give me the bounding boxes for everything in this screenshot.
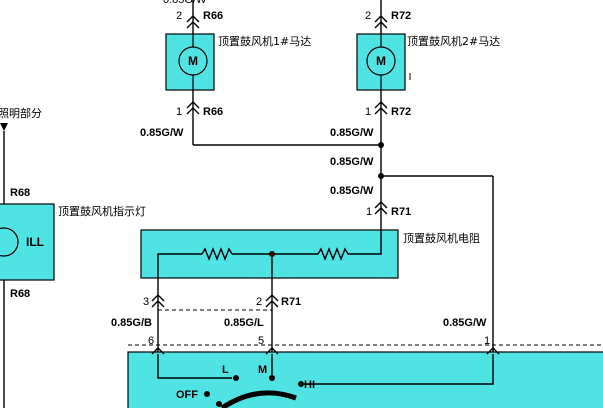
indicator-bottom-conn: R68 bbox=[10, 288, 30, 300]
motor2-label: 顶置鼓风机2#马达 bbox=[407, 34, 500, 48]
motor1-top-connector-icon bbox=[186, 15, 200, 29]
resistor-pin-left: 3 bbox=[143, 296, 149, 308]
motor1-top-conn: R66 bbox=[203, 10, 223, 22]
motor2-top-connector-icon bbox=[374, 15, 388, 29]
switch-pin-mid: 5 bbox=[258, 335, 264, 347]
motor1-bottom-wire: 0.85G/W bbox=[140, 127, 184, 139]
motor2-bottom-pin: 1 bbox=[365, 106, 371, 118]
resistor-element-2-icon bbox=[201, 247, 233, 261]
motor1-bottom-conn: R66 bbox=[203, 106, 223, 118]
resistor-label: 顶置鼓风机电阻 bbox=[403, 231, 480, 245]
motor1-label: 顶置鼓风机1#马达 bbox=[218, 34, 311, 48]
resistor-pin-mid: 2 bbox=[256, 296, 262, 308]
motor1-top-pin: 2 bbox=[176, 10, 182, 22]
switch-pin-left: 6 bbox=[148, 335, 154, 347]
resistor-pin-mid-conn: R71 bbox=[281, 296, 301, 308]
motor2-symbol: M bbox=[376, 54, 386, 68]
switch-right-connector-icon bbox=[486, 347, 500, 355]
motor1-bottom-pin: 1 bbox=[176, 106, 182, 118]
svg-text:0.85G/W: 0.85G/W bbox=[163, 0, 207, 6]
indicator-symbol: ILL bbox=[26, 235, 44, 249]
switch-left-connector-icon bbox=[151, 347, 165, 355]
switch-pos-hi: HI bbox=[304, 379, 315, 391]
motor2-top-conn: R72 bbox=[391, 10, 411, 22]
motor1-symbol: M bbox=[188, 54, 198, 68]
motor2: M bbox=[356, 33, 406, 91]
switch-pos-off: OFF bbox=[176, 389, 198, 401]
lighting-arrow-icon bbox=[0, 123, 8, 131]
junction-wire-b: 0.85G/W bbox=[330, 185, 374, 197]
blower-resistor bbox=[140, 229, 399, 279]
motor2-bottom-conn: R72 bbox=[391, 106, 411, 118]
switch-pos-m: M bbox=[258, 364, 267, 376]
resistor-mid-connector-icon bbox=[265, 294, 279, 308]
motor2-bottom-connector-icon bbox=[374, 101, 388, 115]
lower-wire-mid: 0.85G/L bbox=[224, 317, 264, 329]
motor1-bottom-connector-icon bbox=[186, 101, 200, 115]
switch-mid-connector-icon bbox=[265, 347, 279, 355]
lower-wire-left: 0.85G/B bbox=[111, 317, 152, 329]
motor1: M bbox=[165, 33, 215, 91]
lower-wire-right: 0.85G/W bbox=[443, 317, 487, 329]
blower-indicator-lamp: ILL bbox=[0, 203, 55, 281]
switch-pin-right: 1 bbox=[484, 335, 490, 347]
resistor-top-connector-icon bbox=[374, 201, 388, 215]
motor2-bottom-wire: 0.85G/W bbox=[330, 127, 374, 139]
resistor-top-pin: 1 bbox=[366, 206, 372, 218]
resistor-top-conn: R71 bbox=[391, 206, 411, 218]
motor2-top-pin: 2 bbox=[365, 10, 371, 22]
lighting-section-label: 照明部分 bbox=[0, 106, 42, 120]
blower-switch bbox=[127, 344, 603, 408]
indicator-top-conn: R68 bbox=[10, 187, 30, 199]
resistor-left-connector-icon bbox=[151, 294, 165, 308]
resistor-element-1-icon bbox=[317, 247, 349, 261]
junction-wire-a: 0.85G/W bbox=[330, 156, 374, 168]
switch-rotor-icon bbox=[220, 390, 297, 408]
switch-pos-l: L bbox=[222, 364, 229, 376]
lamp-icon bbox=[0, 227, 19, 257]
indicator-label: 顶置鼓风机指示灯 bbox=[58, 204, 146, 218]
